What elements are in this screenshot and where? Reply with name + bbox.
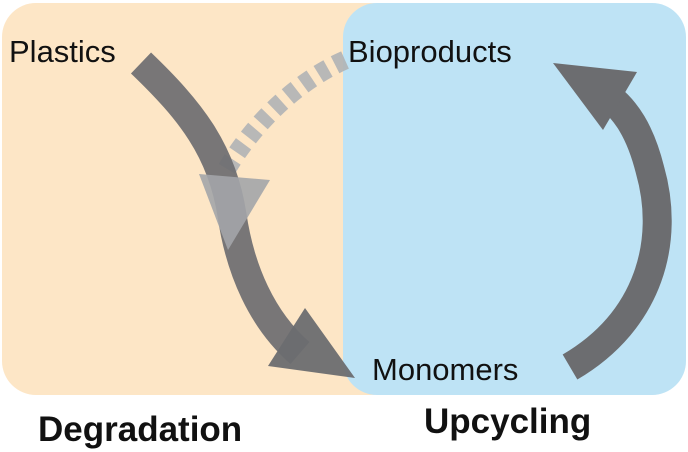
bioproducts-label: Bioproducts	[348, 34, 512, 69]
dashed-bioproducts-link	[216, 51, 349, 177]
monomers-to-bioproducts-arrow	[553, 63, 672, 380]
degradation-label: Degradation	[38, 410, 243, 449]
monomers-label: Monomers	[372, 352, 519, 387]
overlay-arrowhead	[199, 174, 270, 250]
degradation-region	[2, 3, 404, 395]
plastics-label: Plastics	[9, 34, 116, 69]
upcycling-label: Upcycling	[424, 402, 592, 441]
